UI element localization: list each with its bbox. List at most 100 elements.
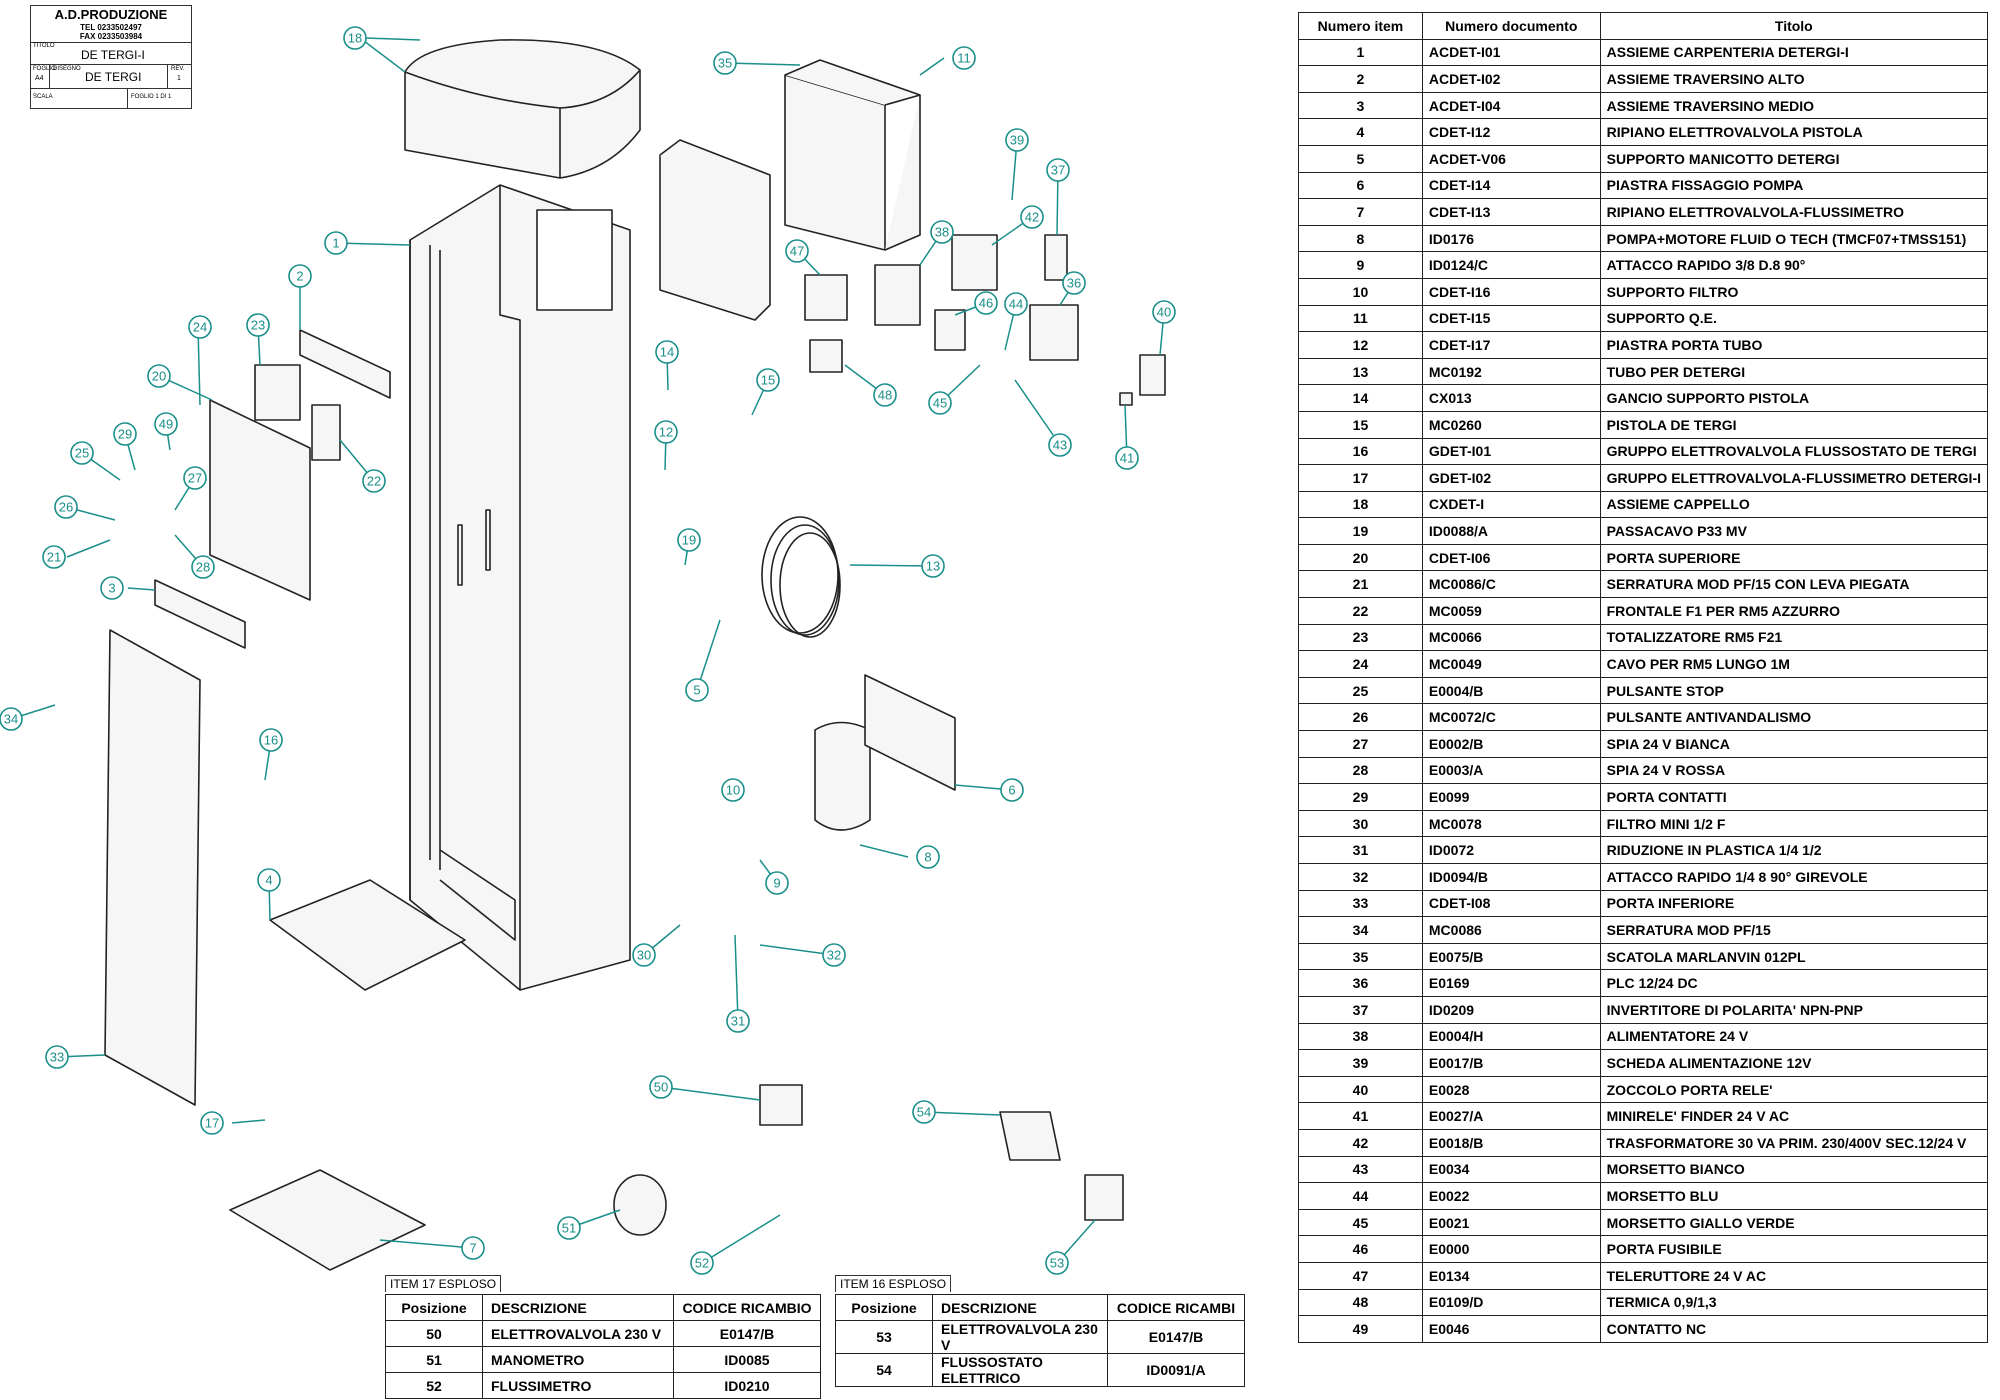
callout-16: 16	[259, 728, 283, 752]
titolo-value: DE TERGI-I	[81, 48, 145, 62]
item17-caption: ITEM 17 ESPLOSO	[385, 1275, 502, 1292]
parts-cell: 39	[1298, 1049, 1423, 1077]
callout-46: 46	[974, 291, 998, 315]
parts-cell: 28	[1298, 756, 1423, 785]
callout-43: 43	[1048, 433, 1072, 457]
callout-label: 34	[4, 712, 18, 727]
part-piastra-pompa	[864, 674, 956, 791]
callout-18: 18	[343, 26, 367, 50]
callout-label: 54	[917, 1105, 931, 1120]
parts-cell: PASSACAVO P33 MV	[1599, 517, 1989, 545]
scala-label: SCALA	[33, 94, 53, 100]
callout-label: 8	[924, 850, 931, 865]
parts-cell: E0004/B	[1421, 676, 1601, 705]
callout-label: 24	[193, 320, 207, 335]
parts-cell: PIASTRA FISSAGGIO POMPA	[1599, 171, 1989, 200]
parts-cell: ID0209	[1421, 995, 1601, 1024]
callout-17: 17	[200, 1111, 224, 1135]
foglio-label: FOGLIO	[33, 66, 56, 72]
parts-cell: SERRATURA MOD PF/15	[1599, 916, 1989, 944]
header-title: Titolo	[1599, 12, 1989, 40]
callout-25: 25	[70, 441, 94, 465]
parts-cell: CDET-I16	[1421, 277, 1601, 306]
parts-cell: FILTRO MINI 1/2 F	[1599, 809, 1989, 838]
callout-37: 37	[1046, 158, 1070, 182]
rev-label: REV.	[171, 66, 185, 72]
part-tubo	[761, 516, 839, 634]
callout-3: 3	[100, 576, 124, 600]
callout-28: 28	[191, 555, 215, 579]
item17-cell: ID0210	[673, 1372, 821, 1399]
disegno-label: DISEGNO	[53, 66, 81, 72]
parts-cell: E0169	[1421, 969, 1601, 997]
parts-cell: PULSANTE ANTIVANDALISMO	[1599, 703, 1989, 732]
exploded-view-diagram: 1234567891011121314151617181920212223242…	[0, 26, 1176, 1275]
parts-cell: RIDUZIONE IN PLASTICA 1/4 1/2	[1599, 836, 1989, 864]
parts-cell: SCATOLA MARLANVIN 012PL	[1599, 942, 1989, 971]
parts-cell: MORSETTO BLU	[1599, 1182, 1989, 1210]
parts-cell: ID0176	[1421, 224, 1601, 253]
disegno-value: DE TERGI	[85, 70, 142, 84]
parts-cell: ID0072	[1421, 836, 1601, 864]
parts-cell: 16	[1298, 437, 1423, 466]
callout-label: 4	[265, 873, 272, 888]
parts-cell: SPIA 24 V ROSSA	[1599, 756, 1989, 785]
parts-cell: E0002/B	[1421, 730, 1601, 758]
callout-30: 30	[632, 943, 656, 967]
callout-42: 42	[1020, 205, 1044, 229]
callout-2: 2	[288, 264, 312, 288]
item16-h-code: CODICE RICAMBI	[1107, 1294, 1245, 1321]
callout-29: 29	[113, 422, 137, 446]
callout-38: 38	[930, 220, 954, 244]
callout-41: 41	[1115, 446, 1139, 470]
callout-24: 24	[188, 315, 212, 339]
parts-cell: 2	[1298, 65, 1423, 93]
parts-cell: MC0086	[1421, 916, 1601, 944]
parts-table-header: Numero item Numero documento Titolo	[1298, 12, 1989, 40]
parts-cell: ASSIEME CARPENTERIA DETERGI-I	[1599, 38, 1989, 67]
parts-cell: E0075/B	[1421, 942, 1601, 971]
callout-4: 4	[257, 868, 281, 892]
part-zoccolo	[1139, 354, 1166, 396]
part-trasformatore	[951, 234, 998, 291]
callout-20: 20	[147, 364, 171, 388]
part-traversino-medio	[154, 579, 246, 649]
parts-cell: PISTOLA DE TERGI	[1599, 410, 1989, 439]
part-traversino-alto	[299, 329, 391, 399]
titolo-label: TITOLO	[33, 43, 55, 49]
header-item: Numero item	[1298, 12, 1423, 40]
callout-label: 16	[264, 733, 278, 748]
part-porta-inferiore	[104, 629, 201, 1106]
parts-cell: SUPPORTO MANICOTTO DETERGI	[1599, 144, 1989, 173]
item17-header: Posizione DESCRIZIONE CODICE RICAMBIO	[385, 1294, 821, 1321]
callout-5: 5	[685, 678, 709, 702]
parts-cell: GDET-I02	[1421, 464, 1601, 492]
item17-cell: E0147/B	[673, 1320, 821, 1347]
item17-cell: 50	[385, 1320, 483, 1347]
parts-cell: ASSIEME TRAVERSINO ALTO	[1599, 65, 1989, 93]
parts-cell: 44	[1298, 1182, 1423, 1210]
callout-label: 45	[933, 396, 947, 411]
callout-13: 13	[921, 554, 945, 578]
callout-label: 32	[827, 948, 841, 963]
callout-label: 40	[1157, 305, 1171, 320]
parts-cell: POMPA+MOTORE FLUID O TECH (TMCF07+TMSS15…	[1599, 224, 1989, 253]
parts-cell: TRASFORMATORE 30 VA PRIM. 230/400V SEC.1…	[1599, 1128, 1989, 1157]
parts-cell: ID0094/B	[1421, 863, 1601, 891]
item17-cell: 52	[385, 1372, 483, 1399]
parts-cell: 29	[1298, 783, 1423, 811]
